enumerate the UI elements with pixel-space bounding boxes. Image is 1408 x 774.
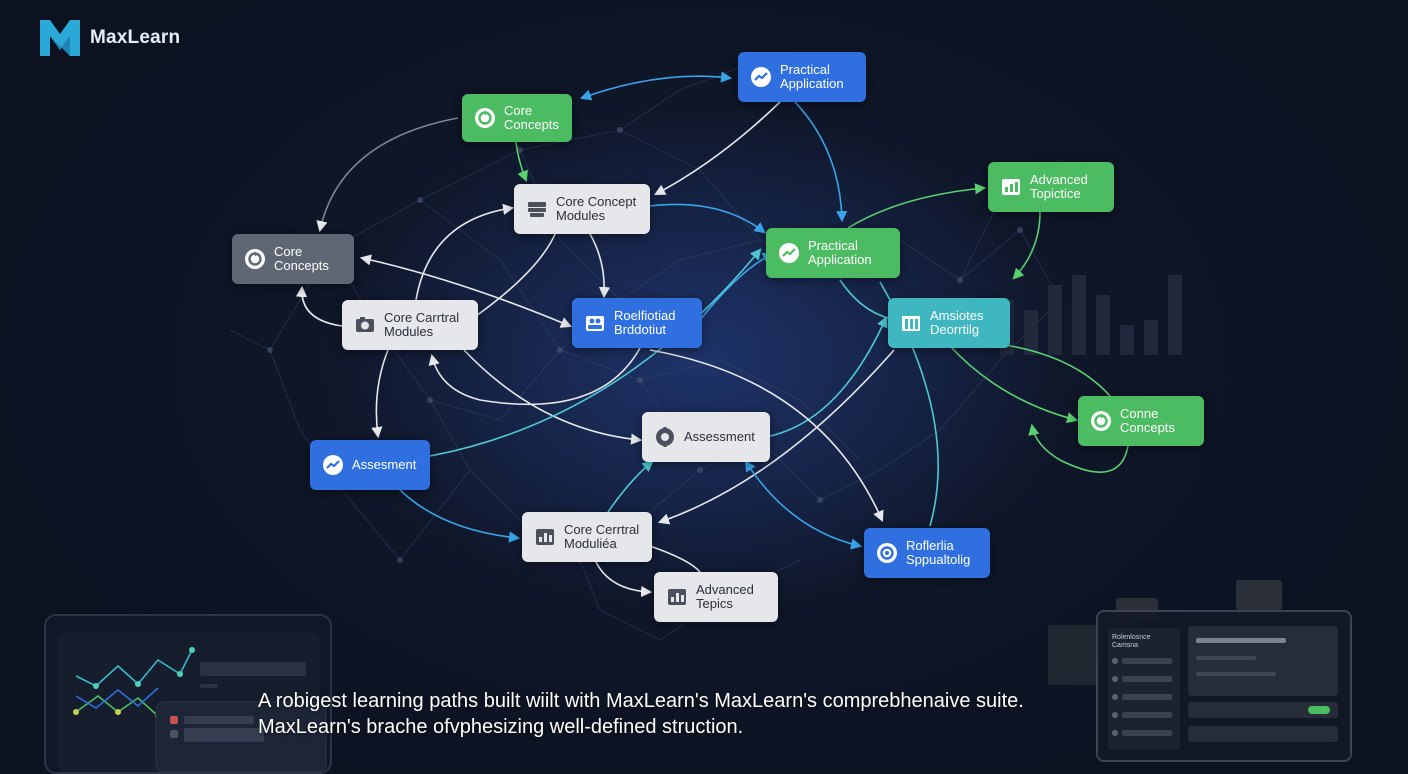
arrow-gray-loop-left — [316, 117, 459, 233]
arrow-amsiotes-to-cerrtral — [657, 349, 895, 525]
node-assesment-left[interactable]: Assesment — [310, 440, 430, 490]
arrow-central-to-modules — [475, 231, 557, 317]
dashboard-sidebar: Rolenlosnce Camsna — [1108, 628, 1180, 750]
right-dashboard-panel: Rolenlosnce Camsna — [1096, 610, 1352, 762]
maxlearn-logo-icon — [40, 20, 80, 56]
arrow-assessment-to-roflerlia — [744, 460, 863, 550]
node-roflerlia-sppualtolig[interactable]: Roflerlia Sppualtolig — [864, 528, 990, 578]
arrow-central-down — [371, 349, 389, 439]
arrow-central-up — [295, 285, 343, 327]
arrow-core-down — [515, 141, 528, 183]
refresh-circle-icon — [1090, 410, 1112, 432]
arrow-amsiotes-loop-conne — [939, 339, 1111, 397]
caption-line-2: MaxLearn's brache ofvphesizing well-defi… — [258, 716, 744, 738]
dashboard-list-icon — [1112, 658, 1172, 736]
brand-name: MaxLearn — [90, 27, 181, 48]
node-roelfiotiad-brddotiut[interactable]: Roelfiotiad Brddotiut — [572, 298, 702, 348]
arrow-cerrtral-to-tepics — [595, 561, 653, 598]
node-assessment-center[interactable]: Assessment — [642, 412, 770, 462]
columns-icon — [900, 312, 922, 334]
node-core-cerrtral-moduliea[interactable]: Core Cerrtral Moduliéa — [522, 512, 652, 562]
arrow-slate-to-relational — [359, 254, 573, 328]
camera-icon — [354, 314, 376, 336]
trend-chart-icon — [778, 242, 800, 264]
arrow-conne-loop — [1028, 423, 1129, 473]
target-icon — [876, 542, 898, 564]
arrow-cerrtral-to-tepics-2 — [649, 545, 701, 573]
arrow-relational-to-practical2 — [699, 252, 775, 321]
arrow-core-to-practical — [579, 71, 733, 101]
dashboard-card — [1188, 626, 1338, 696]
arrow-practical2-to-amsiotes — [839, 279, 889, 319]
arrow-practical-to-modules — [654, 101, 781, 196]
arrow-advanced-down — [1012, 211, 1041, 280]
trend-chart-icon — [322, 454, 344, 476]
trend-chart-icon — [750, 66, 772, 88]
node-core-concepts-left[interactable]: Core Concepts — [232, 234, 354, 284]
node-conne-concepts[interactable]: Conne Concepts — [1078, 396, 1204, 446]
arrow-assessment-to-amsiotes — [769, 315, 888, 437]
arrow-amsiotes-to-conne — [949, 345, 1079, 424]
chart-bars-icon — [1000, 176, 1022, 198]
refresh-circle-icon — [244, 248, 266, 270]
caption-line-1: A robigest learning paths built wiilt wi… — [258, 690, 1024, 712]
arrow-cerrtral-to-assessment — [607, 460, 654, 513]
node-amsiotes-deorrtilg[interactable]: Amsiotes Deorrtilg — [888, 298, 1010, 348]
dashboard-row — [1188, 702, 1338, 718]
arrow-relational-to-roflerlia — [649, 349, 884, 523]
status-toggle[interactable] — [1308, 706, 1330, 714]
node-practical-application-top[interactable]: Practical Application — [738, 52, 866, 102]
caption-text: A robigest learning paths built wiilt wi… — [258, 688, 1098, 740]
dashboard-row — [1188, 726, 1338, 742]
refresh-circle-icon — [474, 107, 496, 129]
node-core-concept-modules[interactable]: Core Concept Modules — [514, 184, 650, 234]
stack-icon — [526, 198, 548, 220]
brand-logo[interactable]: MaxLearn — [38, 16, 180, 60]
node-core-carrtral-modules[interactable]: Core Carrtral Modules — [342, 300, 478, 350]
chart-bars-icon — [666, 586, 688, 608]
node-advanced-tepics[interactable]: Advanced Tepics — [654, 572, 778, 622]
node-advanced-topictice[interactable]: Advanced Topictice — [988, 162, 1114, 212]
node-practical-application-mid[interactable]: Practical Application — [766, 228, 900, 278]
arrow-assesment-to-practical2 — [429, 248, 762, 457]
node-core-concepts-top[interactable]: Core Concepts — [462, 94, 572, 142]
arrow-central-to-assessment — [463, 349, 643, 445]
chart-bars-icon — [534, 526, 556, 548]
arrow-relational-curve — [428, 347, 641, 406]
sparkline-chart-icon — [58, 632, 327, 772]
arrow-practical2-to-advanced — [847, 183, 987, 229]
arrow-modules-down — [589, 233, 611, 299]
arrow-practical-down — [794, 101, 848, 223]
dashboard-list-title: Rolenlosnce Camsna — [1112, 634, 1151, 649]
arrow-assesment-to-cerrtral — [397, 487, 521, 543]
arrow-modules-to-practical2 — [649, 203, 766, 234]
people-icon — [584, 312, 606, 334]
gear-icon — [654, 426, 676, 448]
